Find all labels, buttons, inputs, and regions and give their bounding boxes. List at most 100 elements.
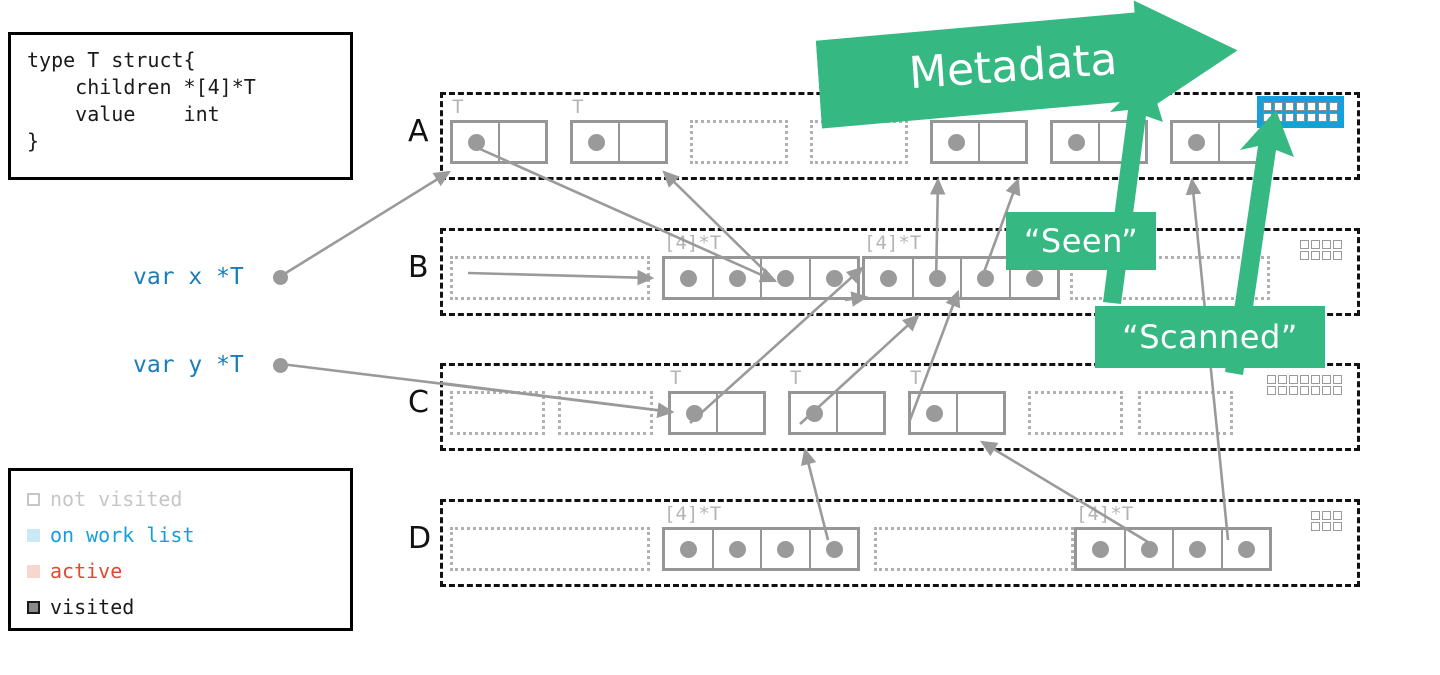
metadata-bitmap-cell [1263, 102, 1272, 111]
object-field [1223, 530, 1270, 568]
metadata-bitmap-cell [1333, 375, 1342, 384]
legend-swatch-visited [27, 600, 40, 614]
metadata-bitmap-row [1267, 386, 1342, 395]
heap-object [788, 391, 886, 435]
metadata-bitmap-cell [1322, 386, 1331, 395]
pointer-dot [728, 270, 746, 287]
metadata-bitmap-cell [1311, 240, 1320, 249]
object-field [811, 530, 858, 568]
type-tag: T [452, 96, 464, 118]
metadata-bitmap-row [1263, 113, 1338, 122]
pointer-dot [1025, 270, 1043, 287]
type-tag: T [572, 96, 584, 118]
metadata-bitmap-cell [1289, 375, 1298, 384]
heap-object [930, 120, 1028, 164]
pointer-dot [467, 134, 485, 151]
object-field [714, 530, 762, 568]
heap-object [1074, 527, 1272, 571]
heap-object [1170, 120, 1268, 164]
metadata-bitmap-cell [1329, 102, 1338, 111]
row-label-c: C [408, 385, 429, 420]
metadata-bitmap-cell [1311, 522, 1320, 531]
pointer-dot [928, 270, 946, 287]
metadata-bitmap-cell [1322, 511, 1331, 520]
metadata-bitmap-row [1267, 375, 1342, 384]
pointer-dot [680, 541, 698, 558]
variable-pin-y [273, 358, 288, 373]
pointer-dot [805, 405, 823, 422]
type-tag: T [790, 367, 802, 389]
metadata-bitmap-cell [1333, 386, 1342, 395]
pointer-dot [825, 541, 843, 558]
type-tag: T [910, 367, 922, 389]
metadata-bitmap-cell [1296, 102, 1305, 111]
object-field [620, 123, 665, 161]
pointer-dot [825, 270, 843, 287]
object-field [838, 394, 883, 432]
struct-definition-box: type T struct{ children *[4]*T value int… [8, 32, 353, 180]
legend-label-not-visited: not visited [50, 487, 183, 511]
metadata-bitmap-cell [1311, 386, 1320, 395]
heap-object [570, 120, 668, 164]
object-field [958, 394, 1003, 432]
heap-row-d [440, 499, 1360, 587]
metadata-bitmap-cell [1333, 251, 1342, 260]
object-field [665, 530, 714, 568]
metadata-bitmap-cell [1318, 102, 1327, 111]
type-tag: [4]*T [1076, 503, 1134, 525]
metadata-bitmap-cell [1311, 511, 1320, 520]
metadata-bitmap-cell [1333, 240, 1342, 249]
heap-free-block [874, 527, 1074, 571]
object-field [865, 259, 914, 297]
metadata-bitmap-cell [1267, 386, 1276, 395]
metadata-bitmap-cell [1333, 511, 1342, 520]
pointer-dot [1237, 541, 1255, 558]
pointer-dot [925, 405, 943, 422]
object-field [933, 123, 980, 161]
heap-object [662, 527, 860, 571]
object-field [1011, 259, 1058, 297]
object-field [1077, 530, 1126, 568]
legend-list: not visited on work list active visited [11, 471, 350, 625]
object-field [980, 123, 1025, 161]
row-label-a: A [408, 114, 429, 149]
legend-item-on-work-list: on work list [27, 517, 350, 553]
scanned-callout: “Scanned” [1095, 306, 1325, 368]
metadata-bitmap-c [1265, 373, 1344, 397]
metadata-bitmap-row [1300, 251, 1342, 260]
metadata-bitmap-cell [1300, 251, 1309, 260]
heap-free-block [810, 120, 908, 164]
variable-pin-x [273, 270, 288, 285]
legend-item-active: active [27, 553, 350, 589]
metadata-bitmap-d [1309, 509, 1344, 533]
object-field [1126, 530, 1174, 568]
variable-label-x: var x *T [133, 264, 244, 290]
metadata-bitmap-cell [1274, 102, 1283, 111]
legend-item-visited: visited [27, 589, 350, 625]
pointer-dot [947, 134, 965, 151]
heap-free-block [450, 256, 650, 300]
object-field [1173, 123, 1220, 161]
heap-object [668, 391, 766, 435]
pointer-dot [685, 405, 703, 422]
type-tag: [4]*T [664, 232, 722, 254]
heap-free-block [1138, 391, 1233, 435]
metadata-bitmap-cell [1285, 102, 1294, 111]
object-field [962, 259, 1011, 297]
legend-label-active: active [50, 559, 123, 583]
object-field [714, 259, 762, 297]
metadata-bitmap-cell [1322, 522, 1331, 531]
metadata-bitmap-a [1257, 96, 1344, 128]
seen-callout: “Seen” [1006, 212, 1156, 270]
object-field [671, 394, 718, 432]
heap-free-block [690, 120, 788, 164]
metadata-bitmap-b [1298, 238, 1344, 262]
pointer-dot [680, 270, 698, 287]
object-field [791, 394, 838, 432]
heap-object [1050, 120, 1148, 164]
pointer-dot [1140, 541, 1158, 558]
metadata-bitmap-cell [1333, 522, 1342, 531]
row-label-b: B [408, 250, 429, 285]
pointer-dot [977, 270, 995, 287]
